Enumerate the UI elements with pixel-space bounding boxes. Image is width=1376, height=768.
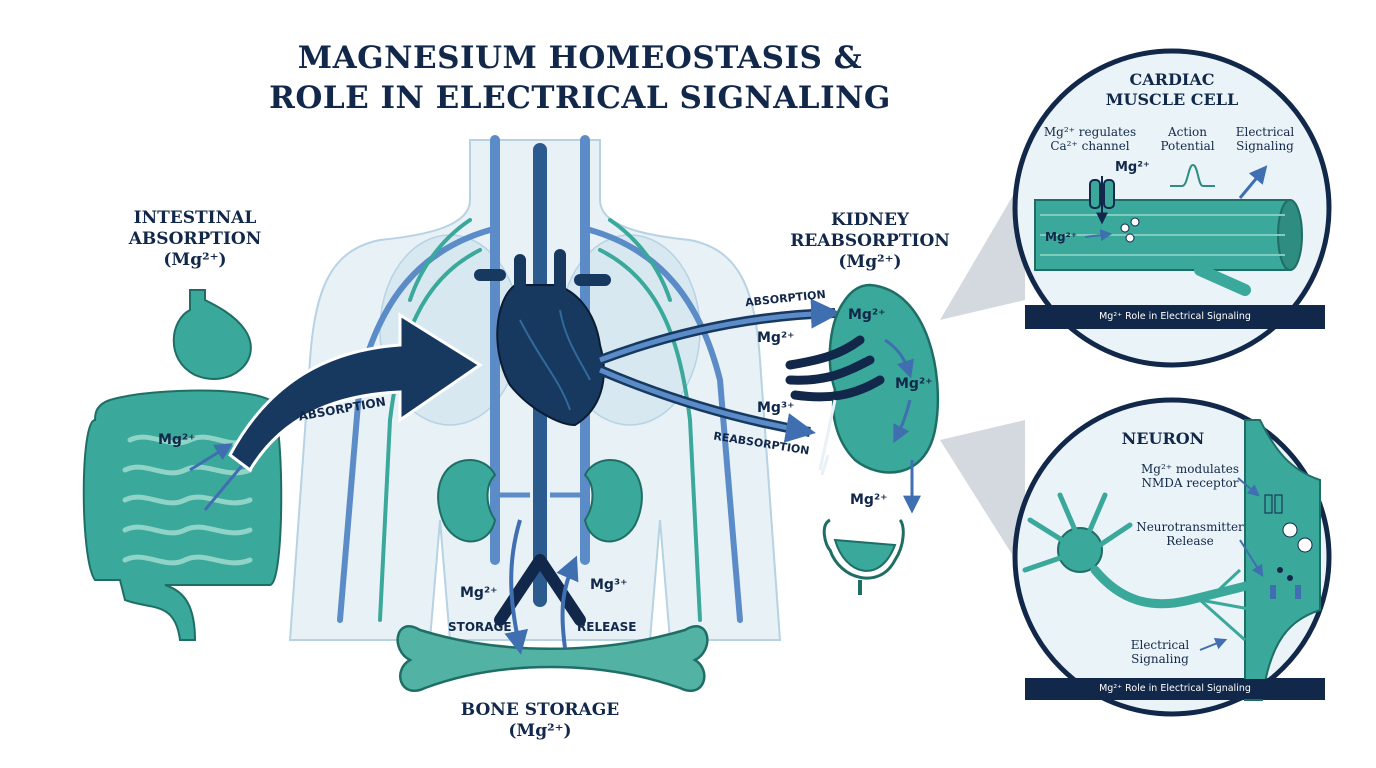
bone-arrows	[504, 519, 579, 655]
kidney-arrows	[598, 298, 841, 443]
title-line-2: ROLE IN ELECTRICAL SIGNALING	[269, 80, 891, 116]
intestine-heading-line-2: ABSORPTION	[128, 229, 262, 249]
page-title: MAGNESIUM HOMEOSTASIS & ROLE IN ELECTRIC…	[230, 38, 930, 118]
bladder-mg-label: Mg²⁺	[850, 492, 888, 508]
kidney-heading-line-2: REABSORPTION	[790, 231, 950, 251]
kidney-heading-line-3: (Mg²⁺)	[838, 252, 902, 272]
bone-mg-left: Mg²⁺	[460, 585, 498, 601]
callout-cones	[940, 175, 1025, 575]
kidney-mg-mid: Mg³⁺	[757, 400, 795, 416]
kidney-mg-upper-pole: Mg²⁺	[848, 307, 886, 323]
cardiac-electrical-label: Electrical Signaling	[1225, 125, 1305, 153]
cardiac-heading-line-2: MUSCLE CELL	[1105, 90, 1239, 109]
bone-storage-label: STORAGE	[448, 620, 512, 634]
intestine-mg-label: Mg²⁺	[158, 432, 196, 448]
bone	[396, 625, 709, 692]
cardiac-electrical-line-2: Signaling	[1236, 139, 1294, 153]
nmda-line-1: Mg²⁺ modulates	[1140, 462, 1239, 476]
action-potential-line-2: Potential	[1160, 139, 1215, 153]
cardiac-regulates-label: Mg²⁺ regulates Ca²⁺ channel	[1035, 125, 1145, 153]
heart	[474, 249, 611, 427]
bone-heading-line-1: BONE STORAGE	[460, 700, 620, 720]
bone-heading: BONE STORAGE (Mg²⁺)	[440, 700, 640, 742]
neuron-caption: Mg²⁺ Role in Electrical Signaling	[1025, 679, 1325, 699]
neuron-heading: NEURON	[1121, 429, 1205, 448]
neurotransmitter-line-1: Neurotransmitter	[1136, 520, 1244, 534]
intestine-heading: INTESTINAL ABSORPTION (Mg²⁺)	[100, 208, 290, 271]
cardiac-electrical-line-1: Electrical	[1235, 125, 1295, 139]
large-kidney	[785, 283, 940, 514]
cardiac-regulates-line-2: Ca²⁺ channel	[1050, 139, 1130, 153]
cardiac-heading-line-1: CARDIAC	[1129, 70, 1215, 89]
nmda-line-2: NMDA receptor	[1141, 476, 1239, 490]
cardiac-heading: CARDIAC MUSCLE CELL	[1077, 70, 1267, 110]
action-potential-line-1: Action	[1168, 125, 1207, 139]
bone-release-label: RELEASE	[577, 620, 637, 634]
neurotransmitter-label: Neurotransmitter Release	[1130, 520, 1250, 548]
neuron-panel	[1012, 397, 1332, 717]
bladder	[822, 518, 905, 595]
title-line-1: MAGNESIUM HOMEOSTASIS &	[297, 40, 863, 76]
nmda-label: Mg²⁺ modulates NMDA receptor	[1130, 462, 1250, 490]
kidney-heading: KIDNEY REABSORPTION (Mg²⁺)	[785, 210, 955, 273]
intestine-heading-line-3: (Mg²⁺)	[163, 250, 227, 270]
neuron-electrical-label: Electrical Signaling	[1120, 638, 1200, 666]
kidney-heading-line-1: KIDNEY	[830, 210, 910, 230]
intestine-heading-line-1: INTESTINAL	[133, 208, 257, 228]
neurotransmitter-line-2: Release	[1166, 534, 1214, 548]
action-potential-label: Action Potential	[1150, 125, 1225, 153]
bone-mg-right: Mg³⁺	[590, 577, 628, 593]
cardiac-regulates-line-1: Mg²⁺ regulates	[1043, 125, 1137, 139]
bone-heading-line-2: (Mg²⁺)	[508, 721, 572, 741]
neuron-electrical-line-1: Electrical	[1130, 638, 1190, 652]
kidney-mg-center: Mg²⁺	[895, 376, 933, 392]
absorption-arrow	[228, 312, 483, 473]
neuron-electrical-line-2: Signaling	[1131, 652, 1189, 666]
body-kidneys	[437, 458, 643, 543]
kidney-mg-top: Mg²⁺	[757, 330, 795, 346]
cardiac-mg-cell: Mg²⁺	[1045, 230, 1078, 244]
cardiac-mg-channel: Mg²⁺	[1115, 160, 1150, 175]
cardiac-caption: Mg²⁺ Role in Electrical Signaling	[1025, 307, 1325, 327]
